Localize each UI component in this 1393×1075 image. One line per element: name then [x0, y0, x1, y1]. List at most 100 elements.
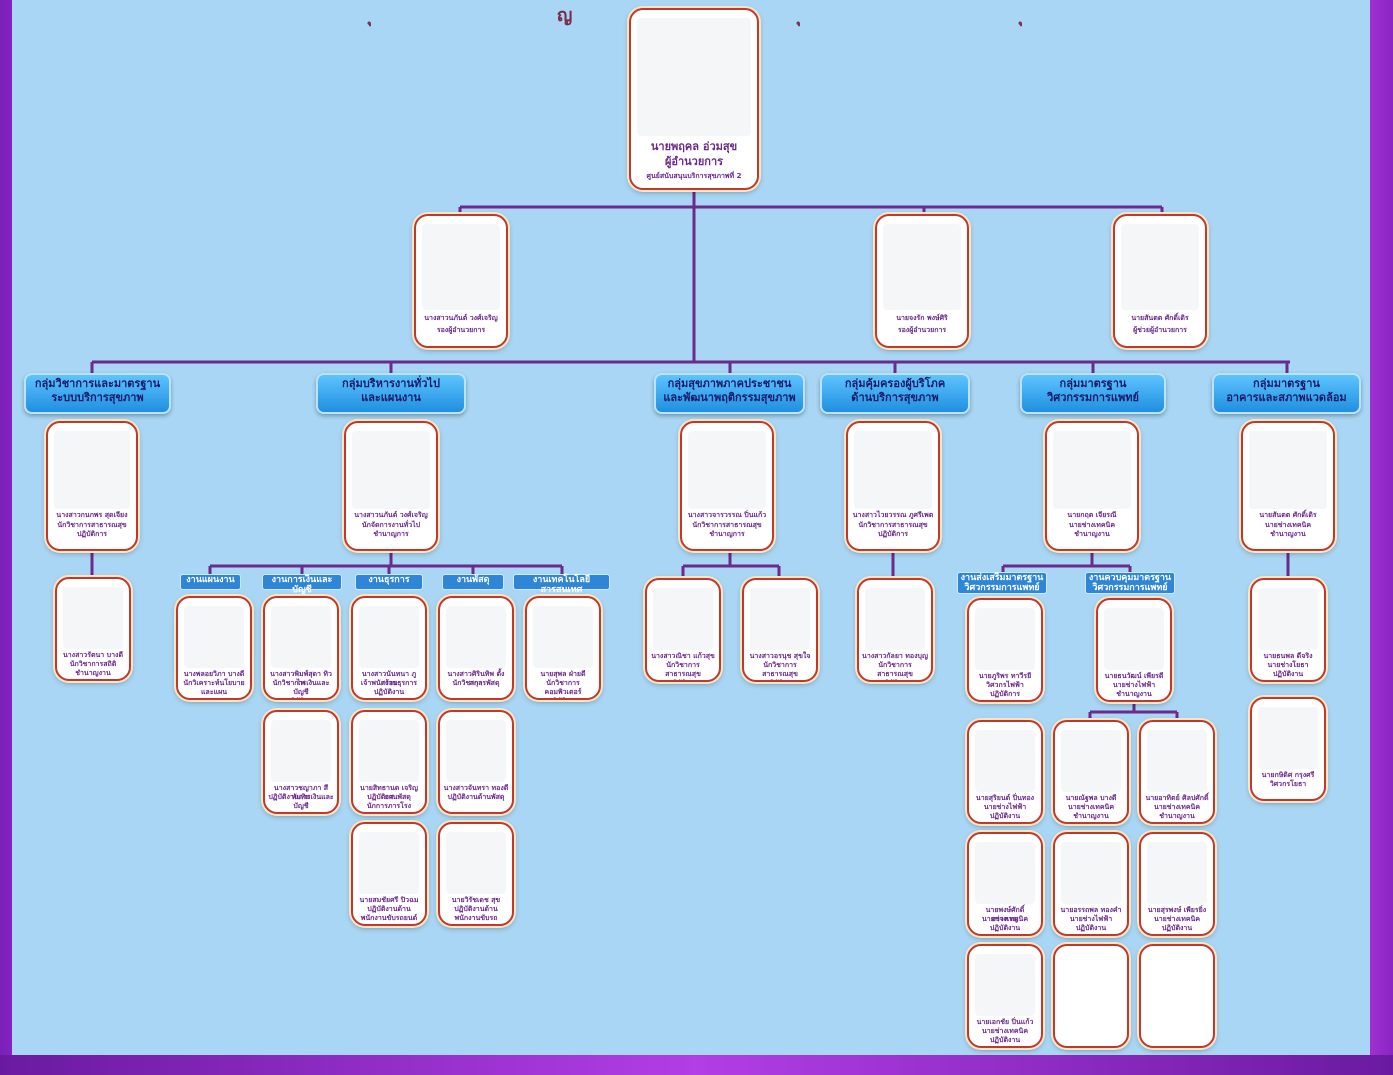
person-title: ผู้ช่วยผู้อำนวยการ: [1118, 326, 1202, 335]
person-title: ปฏิบัติงานด้านพัสดุ: [443, 793, 509, 802]
person-photo: [688, 431, 766, 509]
person-title: รองผู้อำนวยการ: [419, 326, 503, 335]
staff-card: นายพงษ์ศักดิ์ อาจหาญ นายช่างเทคนิค ปฏิบั…: [967, 832, 1043, 936]
person-photo: [184, 606, 244, 668]
person-title: วิศวกรโยธา: [1255, 780, 1321, 789]
person-name: นายสุพล ฝ่ายดี: [530, 670, 596, 679]
person-name: นายสุริยนต์ ปิ่นทอง: [972, 794, 1038, 803]
empty-position-card: [1139, 944, 1215, 1048]
person-photo: [63, 587, 123, 649]
person-photo: [1258, 588, 1318, 650]
person-title: นายช่างเทคนิค ปฏิบัติงาน: [972, 1027, 1038, 1045]
person-name: นางสาวอรนุช สุขใจ: [747, 652, 813, 661]
subunit-tag: งานธุรการ: [355, 574, 423, 590]
person-title: ปฏิบัติงานด้าน พนักงานขับรถยนต์: [356, 905, 422, 923]
staff-card: นายสุริยนต์ ปิ่นทอง นายช่างไฟฟ้า ปฏิบัติ…: [967, 720, 1043, 824]
person-photo: [883, 224, 961, 310]
director-org: ศูนย์สนับสนุนบริการสุขภาพที่ 2: [634, 172, 754, 181]
person-title: นักวิชาการสถิติชำนาญงาน: [60, 660, 126, 678]
person-photo: [1061, 730, 1121, 792]
person-name: นางสาวจันทรา ทองดี: [443, 784, 509, 793]
staff-card: นายอาทิตย์ ศิลปศักดิ์ นายช่างเทคนิค ชำนา…: [1139, 720, 1215, 824]
person-title: ปฏิบัติงานด้านพนักงานขับรถ: [443, 905, 509, 923]
group-lead-card: นายสันตต ศักดิ์เดิร นายช่างเทคนิค ชำนาญง…: [1241, 421, 1335, 551]
person-photo: [359, 606, 419, 668]
person-photo: [1061, 842, 1121, 904]
director-name: นายพฤคล อ่วมสุข: [634, 140, 754, 154]
director-card: นายพฤคล อ่วมสุข ผู้อำนวยการ ศูนย์สนับสนุ…: [629, 8, 759, 190]
person-name: นายเอกชัย ปิ่นแก้ว: [972, 1018, 1038, 1027]
staff-card: นางสาวชญาภา สีทับทิม ปฏิบัติงานการเงินแล…: [263, 710, 339, 814]
person-photo: [975, 842, 1035, 904]
staff-card: นางพลอยวิภา บางดี นักวิเคราะห์นโยบายและแ…: [176, 596, 252, 700]
person-title: นักวิชาการสาธารณสุข ปฏิบัติการ: [747, 661, 813, 682]
person-title: นายช่างเทคนิค ชำนาญงาน: [1144, 803, 1210, 821]
person-photo: [975, 608, 1035, 670]
person-name: นายสันตต ศักดิ์เดิร: [1118, 314, 1202, 323]
empty-position-card: [1053, 944, 1129, 1048]
staff-card: นางสาวศิรินทิพ ตั้งสกุล นักวิชาการพัสดุ: [438, 596, 514, 700]
group-tag: กลุ่มคุ้มครองผู้บริโภค ด้านบริการสุขภาพ: [820, 373, 970, 414]
deputy-card: นางสาวนภันต์ วงศ์เจริญ รองผู้อำนวยการ: [414, 214, 508, 348]
person-photo: [359, 720, 419, 782]
person-photo: [271, 606, 331, 668]
person-photo: [865, 588, 925, 650]
person-photo: [271, 720, 331, 782]
group-lead-card: นางสาวนภันต์ วงศ์เจริญ นักจัดการงานทั่วไ…: [344, 421, 438, 551]
staff-card: นายสุรพงษ์ เพียรยิ่ง นายช่างเทคนิค ปฏิบั…: [1139, 832, 1215, 936]
person-name: นางสาวกัลยา ทองบุญ: [862, 652, 928, 661]
staff-card: นายสมชัยศรี ปิวฉม ปฏิบัติงานด้าน พนักงาน…: [351, 822, 427, 926]
staff-card: นายเอกชัย ปิ่นแก้ว นายช่างเทคนิค ปฏิบัติ…: [967, 944, 1043, 1048]
staff-card: นางสาวรัตนา บางดี นักวิชาการสถิติชำนาญงา…: [55, 577, 131, 681]
person-title: นักวิชาการสาธารณสุข ปฏิบัติการ: [851, 521, 935, 539]
subunit-tag: งานแผนงาน: [180, 574, 241, 590]
person-photo: [446, 832, 506, 894]
staff-card: นายสิทธานต เจริญยศ ปฏิบัติงานพัสดุ นักกา…: [351, 710, 427, 814]
person-name: นายจงรัก พงษ์ศิริ: [880, 314, 964, 323]
group-lead-card: นางสาวไวยวรรณ ภูศรีเพต นักวิชาการสาธารณส…: [846, 421, 940, 551]
person-name: นางสาวรัตนา บางดี: [60, 651, 126, 660]
staff-card: นางสาวกัลยา ทองบุญ นักวิชาการสาธารณสุข ป…: [857, 578, 933, 682]
person-name: นางสาวณิชา แก้วสุข: [650, 652, 716, 661]
person-photo: [54, 431, 130, 509]
person-name: นายณัฐพล บางดี: [1058, 794, 1124, 803]
person-title: เจ้าพนักงานธุรการ ปฏิบัติงาน: [356, 679, 422, 697]
person-name: นายสมชัยศรี ปิวฉม: [356, 896, 422, 905]
person-name: นายอรรถพล ทองคำ: [1058, 906, 1124, 915]
person-name: นายอาทิตย์ ศิลปศักดิ์: [1144, 794, 1210, 803]
staff-card: นายอรรถพล ทองคำ นายช่างไฟฟ้า ปฏิบัติงาน: [1053, 832, 1129, 936]
person-name: นางสาวจารวรรณ ปิ่นแก้ว: [685, 511, 769, 520]
staff-card: นายธนพล ดีจริง นายช่างโยธา ปฏิบัติงาน: [1250, 578, 1326, 682]
person-name: นายภูริพร ทาวีรยี: [972, 672, 1038, 681]
staff-card: นายสุพล ฝ่ายดี นักวิชาการคอมพิวเตอร์ ปฏิ…: [525, 596, 601, 700]
person-name: นายธนพล ดีจริง: [1255, 652, 1321, 661]
person-photo: [1249, 431, 1327, 509]
subunit-tag: งานส่งเสริมมาตรฐาน วิศวกรรมการแพทย์: [957, 572, 1047, 594]
person-title: นายช่างไฟฟ้า ปฏิบัติงาน: [972, 803, 1038, 821]
person-photo: [975, 730, 1035, 792]
person-photo: [653, 588, 713, 650]
person-name: นายธนวัฒน์ เพียรดี: [1101, 672, 1167, 681]
person-name: นางพลอยวิภา บางดี: [181, 670, 247, 679]
person-photo: [446, 606, 506, 668]
subunit-tag: งานพัสดุ: [442, 574, 504, 590]
person-name: นายกฤต เจียรณี: [1050, 511, 1134, 520]
director-title: ผู้อำนวยการ: [634, 155, 754, 169]
person-title: นายช่างเทคนิค ชำนาญงาน: [1058, 803, 1124, 821]
person-title: ปฏิบัติงานพัสดุ นักการภารโรง: [356, 793, 422, 811]
subunit-tag: งานควบคุมมาตรฐาน วิศวกรรมการแพทย์: [1085, 572, 1175, 594]
person-photo: [1258, 707, 1318, 769]
person-photo: [750, 588, 810, 650]
person-photo: [1147, 730, 1207, 792]
staff-card: นายภูริพร ทาวีรยี วิศวกรไฟฟ้า ปฏิบัติการ: [967, 598, 1043, 702]
group-lead-card: นายกฤต เจียรณี นายช่างเทคนิค ชำนาญงาน: [1045, 421, 1139, 551]
person-title: นายช่างเทคนิค ชำนาญงาน: [1050, 521, 1134, 539]
person-name: นางสาวนภันต์ วงศ์เจริญ: [419, 314, 503, 323]
person-title: นายช่างเทคนิค ปฏิบัติงาน: [972, 915, 1038, 933]
person-photo: [1104, 608, 1164, 670]
staff-card: นางสาวณิชา แก้วสุข นักวิชาการสาธารณสุข ป…: [645, 578, 721, 682]
person-title: นักวิชาการพัสดุ: [443, 679, 509, 688]
person-title: วิศวกรไฟฟ้า ปฏิบัติการ: [972, 681, 1038, 699]
subunit-tag: งานเทคโนโลยีสารสนเทศ: [513, 574, 610, 590]
staff-card: นายวิรัชเดช สุข ปฏิบัติงานด้านพนักงานขับ…: [438, 822, 514, 926]
